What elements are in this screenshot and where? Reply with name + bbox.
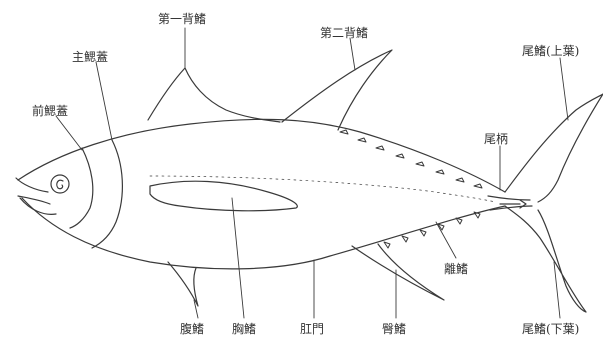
leader-pectoral xyxy=(232,198,244,318)
leader-ventral-finlets xyxy=(436,222,456,258)
body-dorsal-outline xyxy=(18,119,505,192)
label-pectoral-fin: 胸鰭 xyxy=(232,322,256,336)
label-anus: 肛門 xyxy=(300,322,324,336)
second-dorsal-fin xyxy=(282,50,392,130)
caudal-fin-upper-lobe xyxy=(505,94,603,202)
anal-fin xyxy=(352,244,444,300)
eye-inner xyxy=(57,180,63,188)
leader-lines xyxy=(56,28,568,318)
leader-second-dorsal xyxy=(350,38,355,70)
label-caudal-lower-lobe: 尾鰭(下葉) xyxy=(522,322,579,336)
label-second-dorsal-fin: 第二背鰭 xyxy=(320,26,368,40)
eye-outer xyxy=(51,175,69,193)
label-operculum: 主鰓蓋 xyxy=(72,50,108,64)
leader-caudal-upper xyxy=(560,58,568,120)
dorsal-finlets xyxy=(340,130,482,188)
label-caudal-upper-lobe: 尾鰭(上葉) xyxy=(522,44,579,58)
label-ventral-finlets: 離鰭 xyxy=(444,262,468,276)
label-preoperculum: 前鰓蓋 xyxy=(32,104,68,118)
pelvic-fin xyxy=(168,262,198,306)
caudal-fin-lower-lobe xyxy=(505,206,586,312)
label-pelvic-fin: 腹鰭 xyxy=(180,322,204,336)
leader-operculum xyxy=(96,62,112,140)
lateral-line xyxy=(150,176,496,202)
pectoral-fin xyxy=(150,181,297,211)
first-dorsal-fin xyxy=(148,68,280,122)
label-finlets: 尾柄 xyxy=(484,132,508,146)
leader-preoperculum xyxy=(56,116,82,150)
label-anal-fin: 臀鰭 xyxy=(382,322,406,336)
label-first-dorsal-fin: 第一背鰭 xyxy=(158,12,206,26)
body-ventral-outline xyxy=(22,198,505,269)
preoperculum-line xyxy=(70,148,93,228)
operculum-line xyxy=(92,140,122,248)
ventral-finlets xyxy=(384,212,480,248)
